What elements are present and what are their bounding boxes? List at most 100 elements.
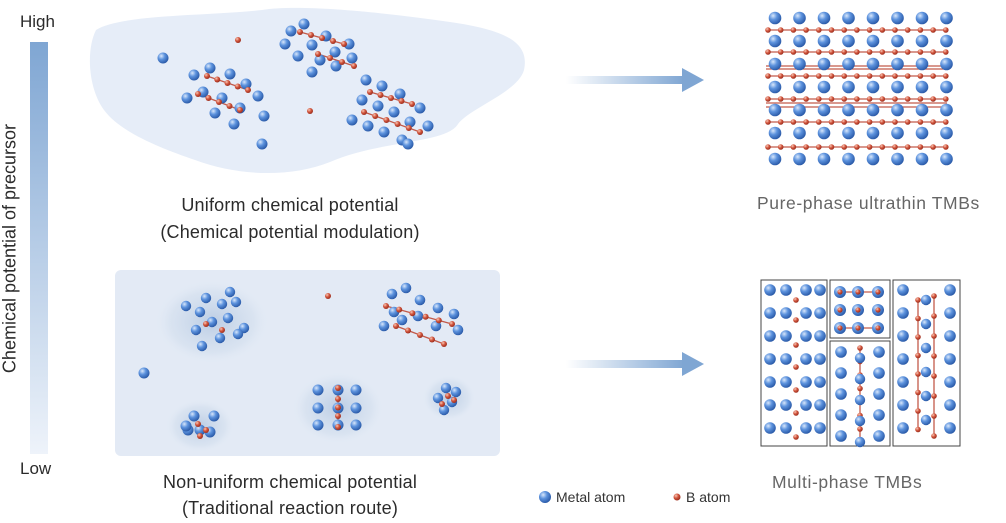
boron-atom xyxy=(224,80,231,86)
boron-atom xyxy=(205,95,212,101)
tmb-metal-atom xyxy=(793,57,806,71)
axis-low-label: Low xyxy=(20,459,52,478)
metal-atom xyxy=(180,420,192,432)
metal-atom xyxy=(362,120,374,132)
boron-atom xyxy=(195,91,201,97)
tmb-metal-atom xyxy=(891,103,904,117)
metal-atom xyxy=(157,52,169,64)
boron-atom xyxy=(449,321,455,327)
tmb-metal-atom xyxy=(842,152,855,166)
boron-atom xyxy=(915,389,921,396)
metal-atom xyxy=(190,324,202,336)
metal-atom xyxy=(873,367,885,379)
metal-atom xyxy=(240,78,252,90)
tmb-boron-atom xyxy=(917,119,924,125)
boron-atom xyxy=(325,293,331,299)
metal-atom xyxy=(897,422,909,434)
metal-atom xyxy=(835,388,847,400)
boron-atom xyxy=(857,385,863,392)
tmb-boron-atom xyxy=(930,27,936,33)
boron-atom xyxy=(855,289,861,295)
boron-atom xyxy=(396,306,403,313)
metal-atom xyxy=(780,284,792,296)
metal-atom xyxy=(216,298,228,310)
boron-atom xyxy=(915,297,921,303)
boron-atom xyxy=(931,433,937,439)
metal-atom xyxy=(414,294,426,306)
tmb-metal-atom xyxy=(915,152,929,166)
boron-atom xyxy=(451,397,457,403)
boron-atom xyxy=(793,297,799,303)
boron-atom xyxy=(422,313,429,320)
tmb-metal-atom xyxy=(891,126,904,140)
tmb-metal-atom xyxy=(891,34,904,48)
metal-atom xyxy=(438,404,450,416)
tmb-boron-atom xyxy=(765,73,771,79)
metal-atom xyxy=(764,307,776,319)
tmb-metal-atom xyxy=(940,103,953,117)
metal-atom xyxy=(138,367,150,379)
tmb-metal-atom xyxy=(817,152,831,166)
tmb-boron-atom xyxy=(816,144,822,150)
boron-atom xyxy=(417,332,423,338)
tmb-boron-atom xyxy=(790,144,797,150)
metal-atom xyxy=(897,353,909,365)
boron-atom xyxy=(855,307,861,313)
boron-atom xyxy=(377,92,384,98)
bottom-result-label: Multi-phase TMBs xyxy=(772,472,923,492)
metal-atom xyxy=(312,402,324,414)
boron-atom xyxy=(931,393,937,399)
metal-atom xyxy=(314,54,326,66)
phase-box-4 xyxy=(892,279,961,447)
metal-atom xyxy=(285,25,297,37)
tmb-boron-atom xyxy=(904,144,911,150)
tmb-boron-atom xyxy=(777,119,784,125)
top-caption-line1: Uniform chemical potential xyxy=(181,195,399,215)
boron-atom xyxy=(793,410,799,416)
boron-atom xyxy=(417,129,423,135)
tmb-metal-atom xyxy=(793,103,806,117)
tmb-boron-atom xyxy=(803,27,809,33)
tmb-metal-atom xyxy=(842,80,855,94)
tmb-boron-atom xyxy=(828,73,835,79)
tmb-boron-atom xyxy=(879,27,886,33)
metal-atom xyxy=(873,430,885,442)
tmb-boron-atom xyxy=(917,73,924,79)
tmb-boron-atom xyxy=(790,96,797,102)
metal-atom xyxy=(378,126,390,138)
tmb-boron-atom xyxy=(917,49,924,55)
boron-atom xyxy=(308,32,314,38)
boron-atom xyxy=(931,373,937,379)
metal-atom xyxy=(376,80,388,92)
boron-atom xyxy=(372,113,379,119)
tmb-boron-atom xyxy=(790,27,797,33)
boron-atom xyxy=(875,289,881,295)
metal-atom xyxy=(452,324,464,336)
metal-atom xyxy=(386,288,398,300)
metal-atom xyxy=(440,382,452,394)
metal-atom xyxy=(920,318,932,330)
metal-atom xyxy=(400,282,412,294)
metal-atom xyxy=(350,402,362,414)
tmb-boron-atom xyxy=(816,73,822,79)
tmb-boron-atom xyxy=(866,27,873,33)
tmb-metal-atom xyxy=(866,152,880,166)
metal-atom xyxy=(814,399,826,411)
tmb-boron-atom xyxy=(803,49,809,55)
boron-atom xyxy=(793,342,799,348)
boron-atom xyxy=(197,433,203,439)
tmb-boron-atom xyxy=(904,96,911,102)
metal-atom xyxy=(222,312,234,324)
boron-atom xyxy=(214,76,221,83)
legend-boron-icon xyxy=(673,493,681,501)
metal-atom xyxy=(204,62,216,74)
tmb-boron-atom xyxy=(765,96,771,102)
tmb-boron-atom xyxy=(866,144,873,150)
boron-atom xyxy=(915,371,921,377)
metal-atom xyxy=(764,399,776,411)
metal-atom xyxy=(230,296,242,308)
tmb-boron-atom xyxy=(790,119,797,125)
tmb-boron-atom xyxy=(854,119,860,125)
metal-atom xyxy=(306,66,318,78)
